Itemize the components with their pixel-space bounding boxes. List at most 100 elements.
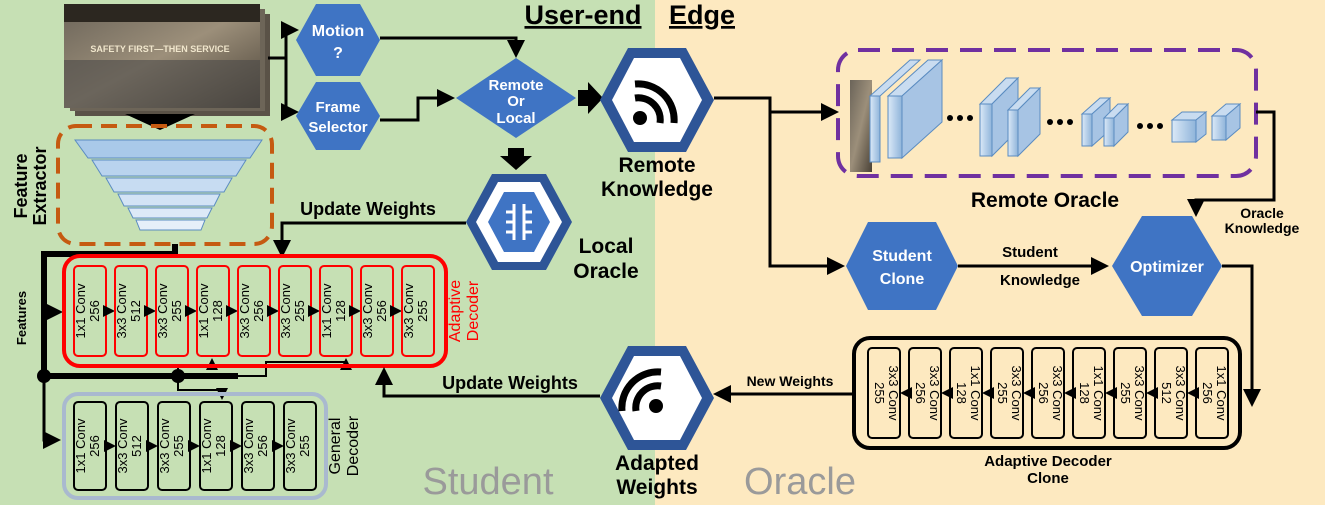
wifi-icon [633,80,678,125]
decoder-layer-kernel: 3x3 Conv [360,283,375,338]
feature-extractor-pyramid [74,139,263,231]
decoder-layer-channels: 256 [87,300,102,322]
optimizer-label: Optimizer [1130,259,1204,276]
remote-or-local-diamond [456,58,576,138]
adaptive-decoder-box [62,254,448,368]
general-decoder-title-1: General [327,418,344,475]
feature-extractor-label-2: Extractor [30,146,50,225]
adaptive-decoder-clone-title-1: Adaptive Decoder [984,453,1112,470]
decoder-layer-channels: 256 [87,435,102,457]
student-clone-label-1: Student [872,248,932,265]
decoder-layer-kernel: 3x3 Conv [1050,366,1065,421]
oracle-knowledge-label-1: Oracle [1240,205,1284,221]
decoder-layer-kernel: 1x1 Conv [73,283,88,338]
decoder-layer-channels: 128 [954,382,969,404]
adapted-weights-node [600,346,714,450]
decision-to-remote-arrow [578,82,603,114]
decoder-layer-channels: 255 [297,435,312,457]
remote-knowledge-node [600,48,714,152]
new-weights-label: New Weights [747,373,834,389]
student-knowledge-label-1: Student [1002,244,1058,261]
decoder-layer-channels: 512 [129,435,144,457]
user-end-title: User-end [524,0,641,30]
decoder-layer-block [867,347,901,439]
remote-oracle-network [850,58,1242,172]
decoder-layer-channels: 255 [415,300,430,322]
student-knowledge-label-2: Knowledge [1000,272,1080,289]
general-decoder-box [62,392,328,500]
branch-arrow-2 [238,358,352,377]
local-oracle-node [466,174,572,270]
decoder-layer-channels: 255 [171,435,186,457]
to-student-clone-arrow [768,112,845,275]
motion-hexagon [296,4,380,76]
features-to-general-arrow [42,376,61,449]
remote-oracle-label: Remote Oracle [971,189,1119,212]
scene-banner-text: SAFETY FIRST—THEN SERVICE [90,44,229,54]
frame-selector-label-2: Selector [308,119,367,136]
decoder-layer-block [283,401,317,491]
decoder-layer-kernel: 3x3 Conv [155,283,170,338]
adaptive-decoder-clone-box [852,336,1242,450]
decoder-layer-kernel: 1x1 Conv [196,283,211,338]
brain-icon [506,204,532,240]
decoder-layer-channels: 255 [169,300,184,322]
decision-to-local-arrow [500,148,532,170]
adaptive-decoder-title-2: Decoder [465,280,482,341]
decoder-layer-kernel: 3x3 Conv [886,366,901,421]
student-clone-label-2: Clone [880,271,925,288]
decoder-layer-channels: 255 [292,300,307,322]
decoder-layer-kernel: 3x3 Conv [237,283,252,338]
decoder-layer-channels: 255 [1118,382,1133,404]
optimizer-to-clone-arrow [1222,264,1261,407]
update-weights-bottom-label: Update Weights [442,373,578,393]
local-oracle-label-2: Oracle [573,260,638,283]
decoder-layer-kernel: 1x1 Conv [199,418,214,473]
decoder-layer-channels: 256 [1200,382,1215,404]
features-to-adaptive-arrow [42,303,63,376]
adapted-weights-label-2: Weights [616,476,697,499]
decoder-layer-channels: 256 [374,300,389,322]
to-remote-oracle-arrow [714,96,839,121]
oracle-knowledge-label-2: Knowledge [1225,220,1300,236]
remote-knowledge-label-1: Remote [618,154,695,177]
motion-label-2: ? [333,45,343,62]
adaptive-decoder-title-1: Adaptive [447,280,464,342]
student-region-label: Student [423,461,554,503]
decoder-layer-kernel: 1x1 Conv [73,418,88,473]
wifi-icon [618,368,663,413]
general-decoder-title-2: Decoder [345,415,362,476]
decoder-layer-kernel: 3x3 Conv [157,418,172,473]
decoder-layer-kernel: 3x3 Conv [1009,366,1024,421]
remote-or-local-label-2: Or [507,93,525,110]
remote-or-local-label-3: Local [496,110,535,127]
frame-selector-hexagon [296,82,380,150]
local-oracle-update-arrow [273,221,466,258]
decoder-layer-channels: 512 [128,300,143,322]
adapted-weights-update-arrow [375,367,600,398]
decoder-layer-channels: 256 [913,382,928,404]
local-oracle-label-1: Local [579,235,634,258]
feature-extractor-label-1: Feature [11,153,31,218]
decoder-layer-block [401,265,435,357]
decoder-layer-kernel: 3x3 Conv [241,418,256,473]
decoder-layer-channels: 128 [213,435,228,457]
decoder-layer-kernel: 3x3 Conv [927,366,942,421]
decoder-layer-channels: 256 [1036,382,1051,404]
decoder-layer-channels: 255 [872,382,887,404]
frame-selector-label-1: Frame [315,99,360,116]
oracle-region-label: Oracle [744,461,856,503]
decoder-layer-channels: 256 [255,435,270,457]
decoder-layer-kernel: 3x3 Conv [1173,366,1188,421]
video-frames-image: SAFETY FIRST—THEN SERVICE [64,4,270,116]
features-label: Features [14,291,29,345]
edge-title: Edge [669,0,735,30]
motion-label-1: Motion [312,23,364,40]
optimizer-hexagon [1112,216,1222,316]
decoder-layer-channels: 128 [1077,382,1092,404]
